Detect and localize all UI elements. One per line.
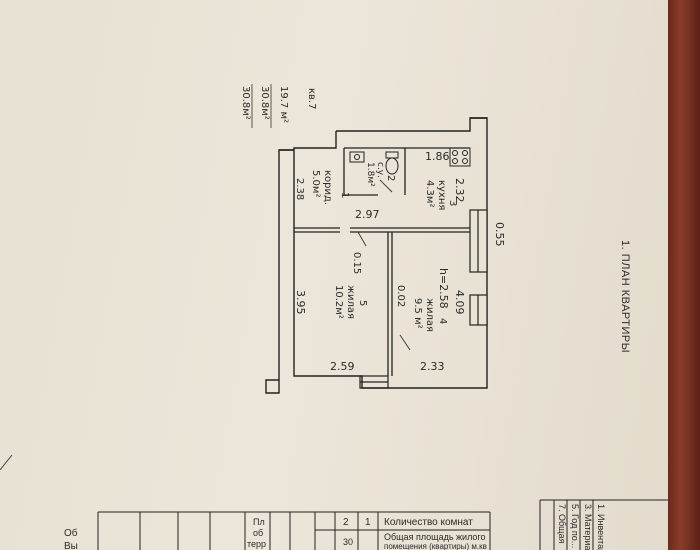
room5-number: 5 — [357, 300, 368, 306]
apartment-area-living: 19.7 м² — [278, 86, 289, 123]
paper-sheet — [0, 0, 668, 550]
room3-number: 3 — [447, 200, 458, 206]
ceiling-height: h=2.58 — [437, 268, 450, 309]
apartment-area-total-2: 30.8м² — [240, 86, 251, 120]
wooden-frame-edge — [668, 0, 700, 550]
side-item-1: 1. Инвентарный — [596, 504, 606, 550]
dim-corridor-width: 2.38 — [294, 178, 305, 200]
room3-name: кухня — [436, 180, 447, 210]
room2-number: 2 — [385, 175, 396, 181]
dim-partition: 0.15 — [351, 252, 362, 274]
room3-area: 4.3м² — [424, 180, 435, 207]
side-item-2: 3. Материал — [583, 504, 593, 550]
table-side — [539, 499, 668, 550]
room1-area: 5.0м² — [310, 170, 321, 197]
room5-name: жилая — [345, 285, 356, 319]
table-row-num-b: 1 — [365, 517, 371, 528]
left-text-4: Об — [64, 527, 78, 539]
table-main — [97, 511, 491, 550]
outer-walls — [265, 117, 488, 394]
room4-area: 9.5 м² — [412, 298, 423, 329]
room4-name: жилая — [424, 298, 435, 332]
apartment-label: кв.7 — [306, 88, 317, 109]
dim-kitchen-height: 2.32 — [453, 178, 466, 203]
room5-area: 10.2м² — [333, 285, 344, 319]
dim-room4-height: 4.09 — [453, 290, 466, 315]
dim-corridor-depth: 2.97 — [355, 208, 380, 221]
room4-number: 4 — [437, 318, 448, 324]
window-right — [469, 209, 488, 326]
plan-heading: 1. ПЛАН КВАРТИРЫ — [619, 240, 631, 353]
left-text-5: Вы — [64, 541, 78, 550]
dim-window-wall: 0.55 — [493, 222, 506, 247]
table-row2-label: Общая площадь жилого — [384, 532, 486, 542]
side-item-3: 5. Год по... — [570, 504, 580, 548]
room2-area: 1.8м² — [365, 162, 375, 187]
dim-room5-width: 2.59 — [330, 360, 355, 373]
dim-room5-height: 3.95 — [294, 290, 307, 315]
left-text-3: терр — [247, 539, 266, 549]
room1-number: 1 — [339, 192, 350, 198]
kitchen-stove — [449, 147, 471, 167]
bathroom-fixtures — [349, 151, 399, 175]
bottom-door — [359, 375, 389, 389]
room1-name: корид. — [322, 170, 333, 205]
interior-walls — [294, 147, 470, 376]
dim-room4-width: 2.33 — [420, 360, 445, 373]
table-cell-partial: 30 — [343, 537, 353, 547]
room2-name: с.у. — [375, 162, 385, 178]
pen-mark — [0, 454, 13, 471]
left-text-2: об — [253, 528, 263, 538]
apartment-area-total: 30.8м² — [259, 86, 270, 120]
left-text-1: Пл — [253, 517, 265, 527]
dim-kitchen-width: 1.86 — [425, 150, 450, 163]
dim-door-offset: 0.02 — [395, 285, 406, 307]
door-swings — [357, 179, 411, 351]
table-row-num: 2 — [343, 517, 349, 528]
table-row2-label-b: помещения (квартиры) м.кв — [384, 542, 487, 550]
side-item-4: 7. Общая — [557, 504, 567, 544]
table-row-label: Количество комнат — [384, 517, 473, 528]
